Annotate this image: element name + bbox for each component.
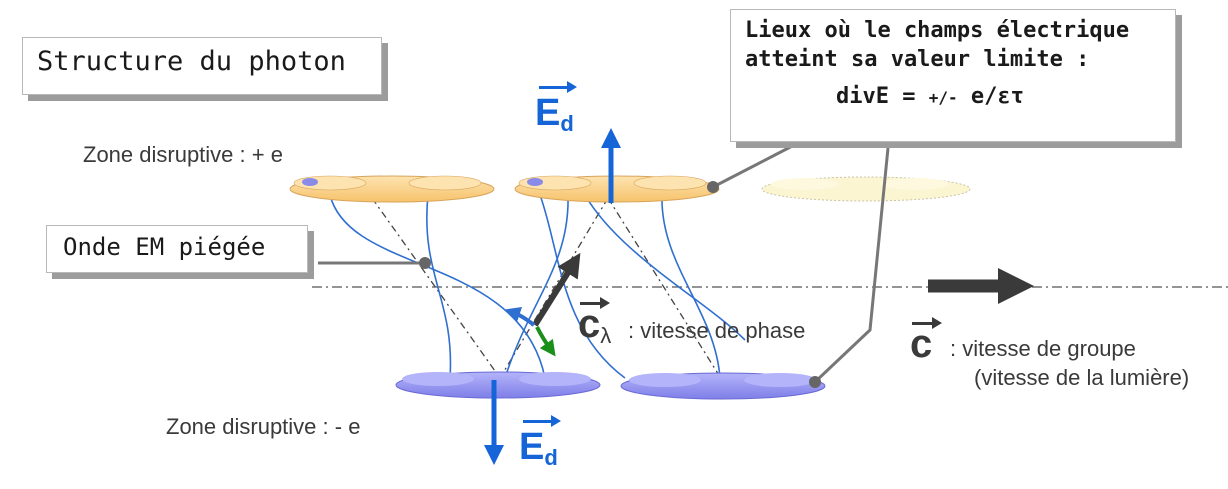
limit-formula: divE = +/- e/ετ xyxy=(731,72,1175,109)
cloud-positive-faded xyxy=(761,176,971,202)
group-velocity-note: (vitesse de la lumière) xyxy=(974,365,1190,390)
group-velocity-arrowhead xyxy=(998,268,1034,304)
speed-symbol: c xyxy=(578,302,601,346)
trapped-wave-curves xyxy=(329,194,746,379)
limit-line-1: Lieux où le champs électrique xyxy=(745,18,1130,43)
cloud-negative-right xyxy=(620,372,826,400)
cloud-positive-center xyxy=(514,175,720,203)
formula-sign: +/- xyxy=(928,88,958,107)
phase-speed-symbol: cλ xyxy=(578,297,612,349)
wave-text: Onde EM piégée xyxy=(63,233,266,261)
limit-box-connector-a xyxy=(712,140,801,189)
field-subscript: d xyxy=(560,111,574,136)
cloud-negative-left xyxy=(395,371,601,399)
lambda-subscript: λ xyxy=(600,323,612,348)
field-label-bottom: Ed xyxy=(519,415,561,471)
limit-connector-dot-a xyxy=(707,181,719,193)
cloud-positive-left xyxy=(289,175,495,203)
wave-callout: Onde EM piégée xyxy=(46,225,308,273)
field-symbol: E xyxy=(519,426,545,468)
speed-symbol: c xyxy=(910,322,933,366)
field-label-top: Ed xyxy=(535,81,577,137)
field-subscript: d xyxy=(544,445,558,470)
formula-rest: e/ετ xyxy=(957,84,1024,109)
formula-main: divE = xyxy=(836,84,929,109)
wave-motion-arrow xyxy=(504,306,536,327)
title-callout: Structure du photon xyxy=(22,37,382,95)
phase-velocity-label: : vitesse de phase xyxy=(628,318,806,343)
group-velocity-label: : vitesse de groupe xyxy=(950,336,1136,361)
field-symbol: E xyxy=(535,92,561,134)
group-speed-symbol: c xyxy=(910,317,942,367)
zone-plus-label: Zone disruptive : + e xyxy=(83,142,283,167)
zone-minus-label: Zone disruptive : - e xyxy=(166,414,361,439)
wave-connector-dot xyxy=(419,257,431,269)
limit-box-connector-b xyxy=(813,147,890,384)
limit-connector-dot-b xyxy=(809,376,821,388)
limit-callout: Lieux où le champs électrique atteint sa… xyxy=(730,9,1176,142)
title-text: Structure du photon xyxy=(37,46,346,77)
phase-velocity-arrow xyxy=(532,252,581,327)
phase-motion-arrow xyxy=(535,326,556,357)
dash-dot-guides xyxy=(371,197,723,381)
limit-line-2: atteint sa valeur limite : xyxy=(745,47,1090,72)
